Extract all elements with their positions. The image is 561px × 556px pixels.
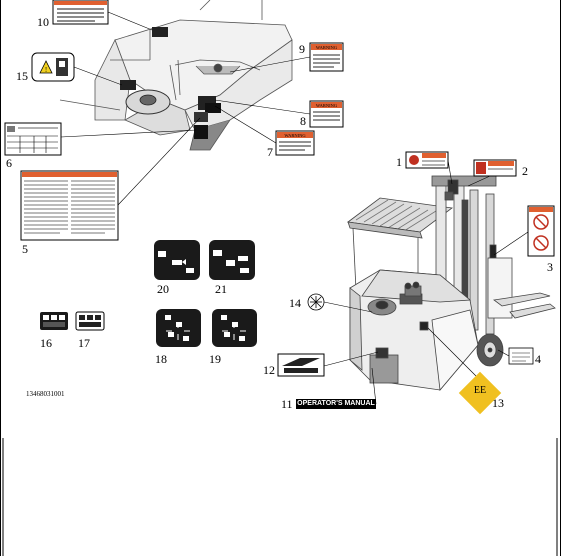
decal-7-on-truck [205, 103, 221, 113]
callout-21: 21 [215, 282, 227, 296]
operators-manual-label: OPERATOR'S MANUAL [296, 399, 376, 409]
callout-6: 6 [6, 156, 12, 170]
callout-3: 3 [547, 260, 553, 274]
callout-17: 17 [78, 336, 90, 350]
decal-20 [154, 240, 200, 280]
callout-4: 4 [535, 352, 541, 366]
warning-word-9: WARNING [316, 45, 338, 50]
callout-20: 20 [157, 282, 169, 296]
linde-logo-icon [277, 353, 325, 377]
decal-19 [212, 309, 257, 347]
fan-icon [307, 293, 325, 311]
decal-6-capacity-plate [4, 122, 62, 156]
callout-11: 11 [281, 397, 293, 411]
callout-13: 13 [492, 396, 504, 410]
warning-word-7: WARNING [284, 133, 306, 138]
callout-12: 12 [263, 363, 275, 377]
decal-5-on-truck [194, 112, 208, 122]
ee-badge-text: EE [473, 385, 487, 396]
decal-10 [52, 0, 109, 25]
callout-2: 2 [522, 164, 528, 178]
leader-lines-top [60, 11, 311, 206]
callout-7: 7 [267, 145, 273, 159]
lift-truck-icon [346, 175, 556, 391]
callout-9: 9 [299, 42, 305, 56]
decal-16 [40, 312, 68, 330]
callout-16: 16 [40, 336, 52, 350]
callout-15: 15 [16, 69, 28, 83]
overhead-guard-icon [346, 197, 454, 291]
decal-2 [473, 159, 517, 177]
decal-9-warning: WARNING [309, 42, 344, 72]
decal-18 [156, 309, 201, 347]
decal-15: ! [31, 52, 75, 82]
svg-text:!: ! [45, 66, 47, 74]
callout-18: 18 [155, 352, 167, 366]
callout-14: 14 [289, 296, 301, 310]
decal-7-warning: WARNING [275, 130, 315, 156]
callout-19: 19 [209, 352, 221, 366]
decal-10-on-truck [152, 27, 168, 37]
decal-5-instructions [20, 170, 119, 241]
warning-word-8: WARNING [316, 103, 338, 108]
decal-15-on-truck [120, 80, 136, 90]
drawing-code: 13468031001 [26, 390, 65, 398]
hydraulic-control-icon [404, 281, 422, 297]
callout-1: 1 [396, 155, 402, 169]
warning-triangle-icon [39, 60, 53, 74]
callout-5: 5 [22, 242, 28, 256]
callout-10: 10 [37, 15, 49, 29]
decal-17 [75, 311, 105, 331]
decal-1 [405, 151, 449, 169]
steering-wheel-icon [125, 89, 171, 115]
decal-6-on-truck [194, 125, 208, 139]
decal-21 [209, 240, 255, 280]
leader-lines-right [323, 159, 529, 405]
decal-8-warning: WARNING [309, 100, 344, 128]
decal-3 [527, 205, 555, 257]
callout-8: 8 [300, 114, 306, 128]
decal-4 [508, 347, 534, 365]
